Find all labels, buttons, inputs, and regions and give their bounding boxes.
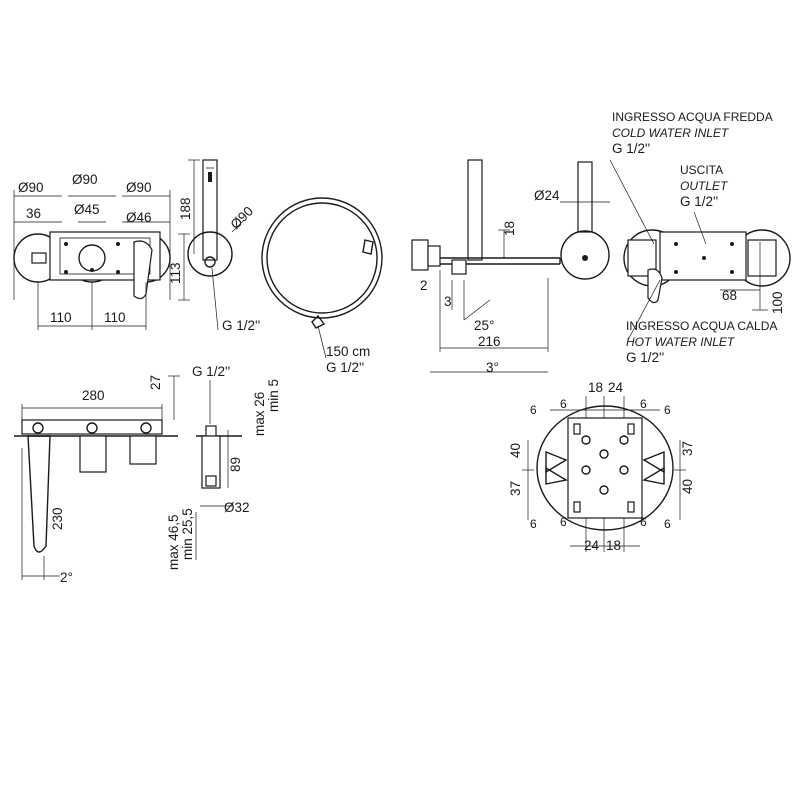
hand-shower-view: 188 Ø90 G 1/2'' (178, 159, 260, 333)
plate-dim-24-bottom: 24 (584, 538, 600, 553)
outlet-label-en: OUTLET (680, 179, 729, 193)
dim-36: 36 (26, 206, 41, 221)
plate-dim-6-b: 6 (560, 397, 567, 411)
dim-hand-phi90: Ø90 (228, 203, 257, 232)
cold-inlet-label-it: INGRESSO ACQUA FREDDA (612, 110, 773, 124)
dim-110-a: 110 (50, 310, 72, 325)
hot-inlet-label-en: HOT WATER INLET (626, 335, 736, 349)
spout-end-view: Ø24 (534, 161, 610, 280)
dim-max26: max 26 (252, 392, 267, 436)
dim-phi24: Ø24 (534, 188, 560, 203)
hose-coil-view: 150 cm G 1/2'' (261, 197, 383, 375)
dim-110-b: 110 (104, 310, 126, 325)
dim-3: 3 (444, 294, 452, 309)
dim-phi90-b: Ø90 (72, 172, 98, 187)
holder-thread: G 1/2'' (192, 364, 230, 379)
dim-phi46: Ø46 (126, 210, 152, 225)
dim-18-side: 18 (502, 221, 517, 236)
plate-dim-6-f: 6 (560, 515, 567, 529)
dim-min255: min 25,5 (180, 508, 195, 560)
dim-phi32: Ø32 (224, 500, 250, 515)
dim-27: 27 (148, 375, 163, 390)
plate-dim-18-top: 18 (588, 380, 603, 395)
outlet-thread: G 1/2'' (680, 194, 718, 209)
plate-dim-40-left: 40 (508, 443, 523, 458)
hot-inlet-label-it: INGRESSO ACQUA CALDA (626, 319, 777, 333)
outlet-label-it: USCITA (680, 163, 723, 177)
cold-inlet-thread: G 1/2'' (612, 141, 650, 156)
plate-dim-37-right: 37 (680, 441, 695, 456)
plate-dim-6-d: 6 (664, 403, 671, 417)
dim-68: 68 (722, 288, 737, 303)
hand-thread-g12: G 1/2'' (222, 318, 260, 333)
connection-box-view: INGRESSO ACQUA FREDDA COLD WATER INLET G… (609, 110, 791, 365)
side-section-view: 18 2 3 25° 216 3° (411, 159, 561, 375)
hose-thread-g12: G 1/2'' (326, 360, 364, 375)
mounting-plate-view: 18 24 6 6 6 6 40 37 37 40 6 6 6 6 24 18 (508, 380, 695, 553)
cold-inlet-label-en: COLD WATER INLET (612, 126, 730, 140)
dim-phi90-a: Ø90 (18, 180, 44, 195)
plate-dim-18-bottom: 18 (606, 538, 621, 553)
plate-dim-37-left: 37 (508, 481, 523, 496)
dim-max465: max 46,5 (166, 514, 181, 570)
dim-phi90-c: Ø90 (126, 180, 152, 195)
dim-phi45: Ø45 (74, 202, 100, 217)
plate-dim-40-right: 40 (680, 479, 695, 494)
holder-profile-view: G 1/2'' max 26 min 5 89 Ø32 max 46,5 min… (166, 364, 281, 570)
dim-89: 89 (228, 457, 243, 472)
plate-dim-6-c: 6 (640, 397, 647, 411)
dim-100: 100 (770, 291, 785, 314)
plate-dim-6-h: 6 (664, 517, 671, 531)
dim-280: 280 (82, 388, 105, 403)
hose-length: 150 cm (326, 344, 370, 359)
plate-dim-6-a: 6 (530, 403, 537, 417)
dim-113: 113 (168, 262, 183, 284)
dim-216: 216 (478, 334, 501, 349)
dim-25deg: 25° (474, 318, 494, 333)
front-view-rosettes: Ø90 Ø90 Ø90 36 Ø45 Ø46 113 110 110 (13, 172, 190, 330)
dim-3deg: 3° (486, 360, 499, 375)
dim-230: 230 (50, 507, 65, 530)
dim-min5: min 5 (266, 379, 281, 412)
dim-2deg: 2° (60, 570, 73, 585)
front-installed-view: 280 27 230 2° (14, 375, 180, 585)
hot-inlet-thread: G 1/2'' (626, 350, 664, 365)
plate-dim-6-g: 6 (640, 515, 647, 529)
plate-dim-6-e: 6 (530, 517, 537, 531)
plate-dim-24-top: 24 (608, 380, 624, 395)
dim-188: 188 (178, 197, 193, 220)
dim-2: 2 (420, 278, 428, 293)
